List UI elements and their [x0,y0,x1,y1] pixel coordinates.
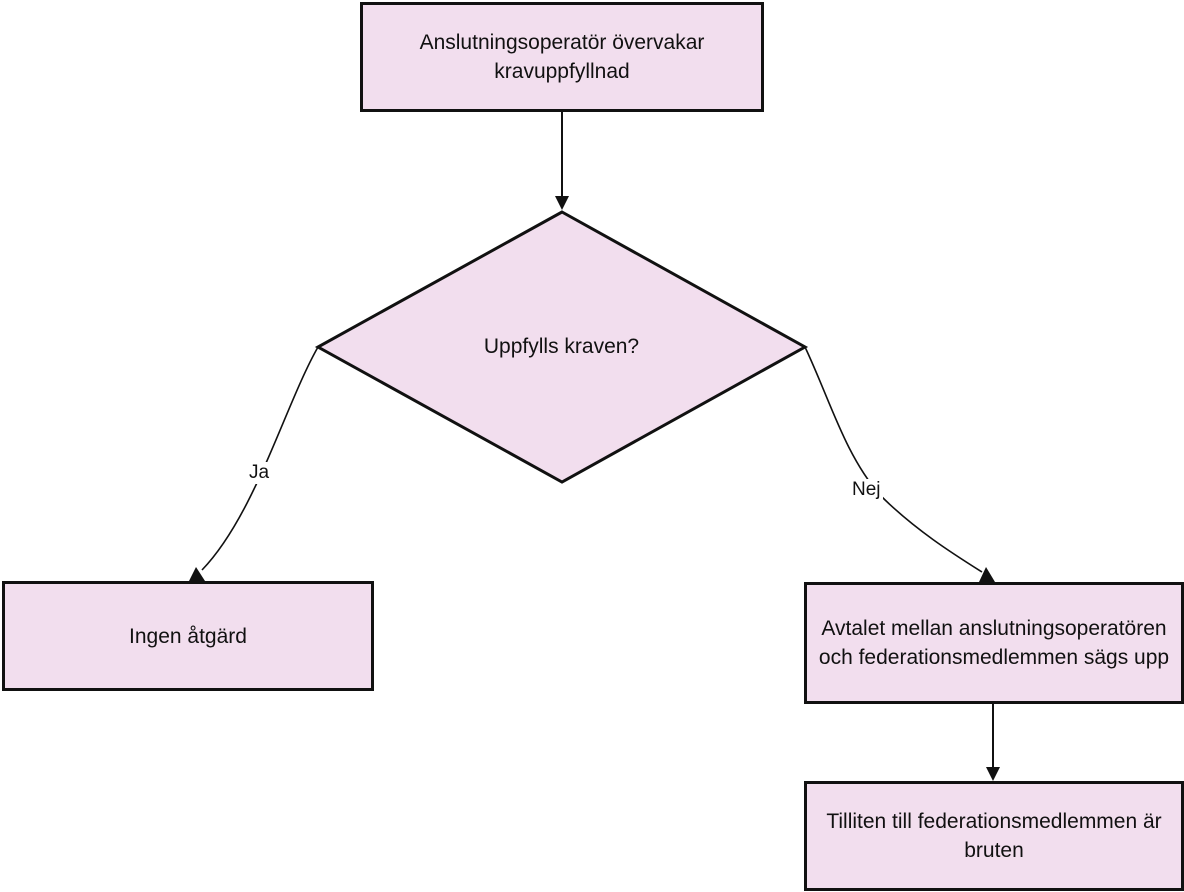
node-trust-broken: Tilliten till federationsmedlemmen är br… [804,781,1184,891]
edge-yes [201,346,319,571]
edge-no-label: Nej [850,479,883,501]
arrowhead-no-action [189,567,205,581]
edge-yes-label: Ja [247,462,272,484]
arrowhead-decision [555,196,569,210]
node-monitor: Anslutningsoperatör övervakar kravuppfyl… [360,2,764,112]
node-terminate: Avtalet mellan anslutningsoperatören och… [804,582,1184,704]
node-no-action-label: Ingen åtgärd [129,624,247,648]
node-decision: Uppfylls kraven? [318,212,805,482]
decision-diamond [314,210,809,484]
node-no-action: Ingen åtgärd [2,581,374,691]
arrowhead-trust-broken [986,767,1000,781]
node-trust-broken-label: Tilliten till federationsmedlemmen är br… [826,810,1162,862]
node-terminate-label: Avtalet mellan anslutningsoperatören och… [818,617,1170,669]
node-monitor-label: Anslutningsoperatör övervakar kravuppfyl… [419,31,705,83]
arrowhead-terminate [979,567,995,582]
node-decision-label: Uppfylls kraven? [483,335,640,358]
edge-no [804,346,983,573]
